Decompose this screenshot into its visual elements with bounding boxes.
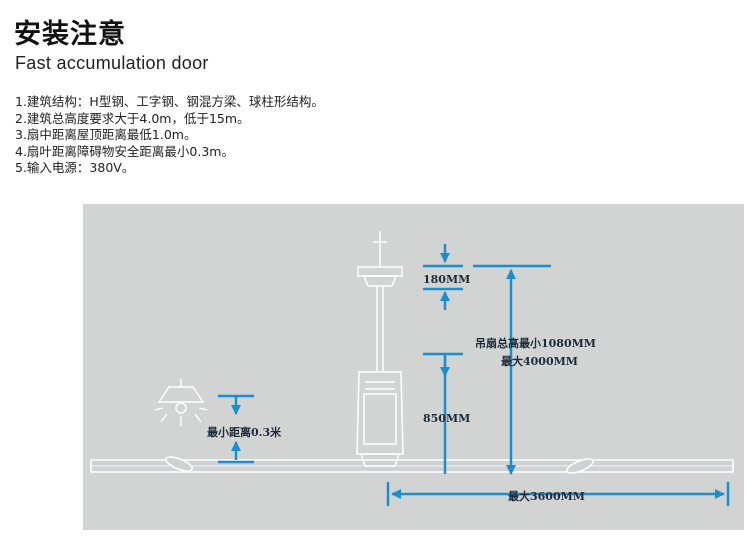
installation-notes-list: 1.建筑结构：H型钢、工字钢、钢混方梁、球柱形结构。 2.建筑总高度要求大于4.… (15, 94, 324, 177)
label-min-distance: 最小距离0.3米 (207, 426, 282, 439)
label-max-height: 最大4000MM (501, 355, 578, 368)
note-item: 5.输入电源：380V。 (15, 160, 135, 175)
note-item: 1.建筑结构：H型钢、工字钢、钢混方梁、球柱形结构。 (15, 94, 324, 109)
label-max-span: 最大3600MM (508, 490, 585, 503)
label-total-height: 吊扇总高最小1080MM (475, 337, 596, 350)
page-subtitle: Fast accumulation door (15, 53, 209, 73)
installation-diagram: 180MM 吊扇总高最小1080MM 最大4000MM 850MM 最小距离0.… (83, 204, 744, 530)
note-item: 2.建筑总高度要求大于4.0m，低于15m。 (15, 110, 250, 126)
diagram-drawing (90, 231, 734, 506)
note-item: 4.扇叶距离障碍物安全距离最小0.3m。 (15, 143, 234, 159)
fan-motor-icon (356, 231, 404, 467)
note-item: 3.扇中距离屋顶距离最低1.0m。 (15, 127, 197, 142)
label-850mm: 850MM (423, 412, 471, 425)
dimension-arrows (218, 244, 730, 506)
fan-blade-line (90, 456, 734, 474)
label-180mm: 180MM (423, 273, 471, 286)
page-title: 安装注意 (14, 19, 126, 50)
lamp-icon (154, 379, 208, 426)
